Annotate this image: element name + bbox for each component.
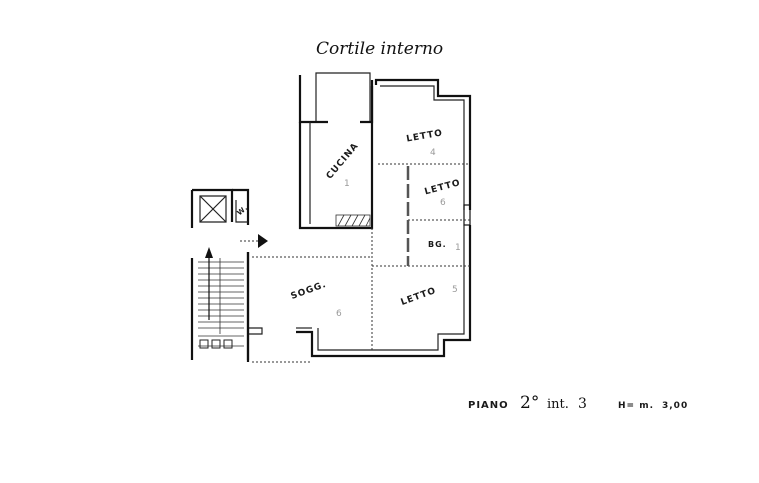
room-number-bagno: 1 bbox=[455, 243, 461, 253]
room-label-soggiorno: SOGG. bbox=[290, 280, 328, 302]
height-value: 3,00 bbox=[662, 401, 688, 411]
room-label-letto-1: LETTO bbox=[406, 128, 444, 144]
right-window bbox=[463, 204, 471, 226]
unit-label: int. bbox=[547, 397, 569, 412]
kitchen-walls bbox=[298, 86, 374, 230]
courtyard-balcony bbox=[315, 72, 371, 122]
room-label-bagno: BG. bbox=[428, 240, 447, 249]
room-number-letto-3: 5 bbox=[452, 285, 458, 295]
entrance-triangle-icon[interactable] bbox=[258, 234, 268, 248]
room-number-letto-2: 6 bbox=[440, 198, 446, 208]
stair-up-arrow-icon bbox=[205, 247, 213, 320]
room-label-letto-3: LETTO bbox=[400, 286, 438, 308]
elevator-x-icon bbox=[199, 195, 227, 223]
floor-caption: PIANO 2° int. 3 H= m. 3,00 bbox=[468, 393, 688, 413]
bedroom-top-inner-wall bbox=[380, 85, 465, 210]
kitchen-counter bbox=[335, 214, 371, 227]
height-label: H= m. bbox=[618, 401, 654, 411]
room-number-letto-1: 4 bbox=[430, 148, 436, 158]
room-label-letto-2: LETTO bbox=[424, 178, 462, 197]
unit-value: 3 bbox=[578, 396, 587, 412]
courtyard-caption: Cortile interno bbox=[316, 39, 443, 59]
soggiorno-pilaster bbox=[248, 327, 263, 335]
room-number-soggiorno: 6 bbox=[336, 309, 342, 319]
right-lower-inner-wall bbox=[317, 225, 465, 351]
floor-value: 2° bbox=[520, 393, 539, 413]
bedroom-top-wall bbox=[374, 78, 472, 210]
floor-label: PIANO bbox=[468, 400, 509, 411]
kitchen-top-walls bbox=[298, 75, 374, 124]
room-number-cucina: 1 bbox=[344, 179, 350, 189]
room-label-cucina: CUCINA bbox=[325, 141, 361, 181]
stair-core bbox=[190, 188, 250, 360]
right-lower-wall bbox=[296, 225, 472, 358]
